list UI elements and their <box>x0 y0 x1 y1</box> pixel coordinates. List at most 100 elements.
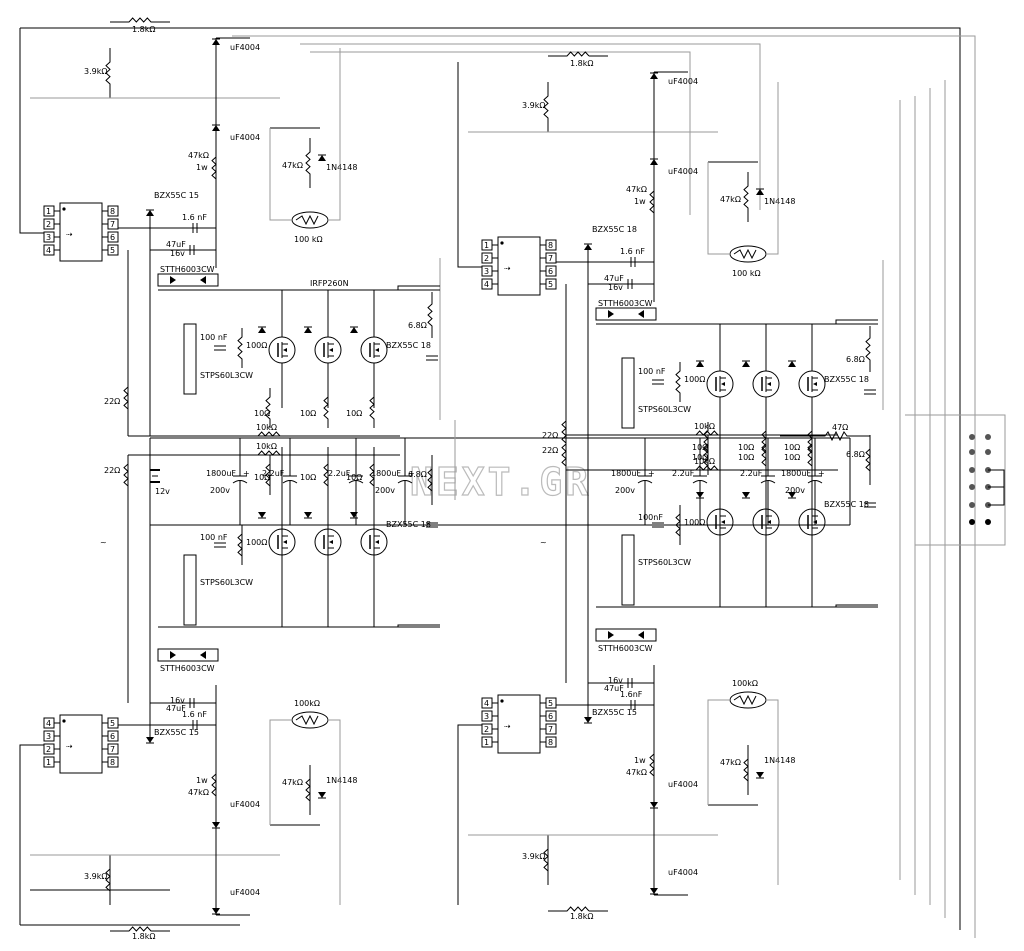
label-r-47k: 47kΩ <box>626 185 647 194</box>
label-r-source-1: 10Ω <box>254 409 270 418</box>
label-battery: 12v <box>155 487 170 496</box>
resistor-source-1 <box>265 455 271 495</box>
resistor-source-3 <box>369 388 375 428</box>
label-zener-gate: BZX55C 18 <box>824 500 869 509</box>
label-stps: STPS60L3CW <box>200 371 253 380</box>
label-supply-cap-value: 1800uF <box>611 469 641 478</box>
label-supply-cap-voltage: 200v <box>785 486 805 495</box>
led-icon: ⇢ <box>504 722 511 731</box>
pin-label-left: 4 <box>46 246 51 255</box>
pin-label-right: 7 <box>548 725 553 734</box>
resistor-10k <box>250 450 288 456</box>
body-diode-1 <box>696 361 704 367</box>
label-uf4004-b: uF4004 <box>230 133 260 142</box>
body-diode-2 <box>304 512 312 518</box>
resistor-source-2 <box>761 435 767 475</box>
label-r-10k: 10kΩ <box>256 423 277 432</box>
pin-label-left: 1 <box>46 207 51 216</box>
led-icon: ⇢ <box>66 742 73 751</box>
label-supply-cap-value: 2.2uF <box>672 469 695 478</box>
label-r-3k9: 3.9kΩ <box>522 852 545 861</box>
label-r-100: 100Ω <box>684 375 705 384</box>
label-supply-cap-value: 2.2uF <box>262 469 285 478</box>
dual-diode-stth <box>595 628 657 642</box>
pin-label-left: 2 <box>46 745 51 754</box>
resistor-10k <box>250 431 288 437</box>
resistor-47k-thermistor <box>305 765 311 815</box>
label-cap-16v: 16v <box>608 283 623 292</box>
label-thermistor: 100 kΩ <box>732 269 761 278</box>
resistor-6r8 <box>865 435 871 485</box>
pin-label-right: 5 <box>548 280 553 289</box>
body-diode-2 <box>304 327 312 333</box>
label-supply-cap-voltage: 200v <box>615 486 635 495</box>
pin-label-left: 1 <box>484 738 489 747</box>
supply-capacitor-5: 1800uF 200v + <box>611 438 655 525</box>
thermistor <box>729 245 767 263</box>
label-r-47k: 47kΩ <box>188 788 209 797</box>
resistor-6r8 <box>427 455 433 505</box>
resistor-47k-1w <box>211 765 217 805</box>
supply-capacitor-7: 2.2uF <box>740 438 776 525</box>
label-r-6r8: 6.8Ω <box>846 355 865 364</box>
label-1n4148: 1N4148 <box>326 776 357 785</box>
resistor-source-2 <box>323 455 329 495</box>
label-cap-16v: 16v <box>170 249 185 258</box>
label-r-source-3: 10Ω <box>346 409 362 418</box>
thermistor <box>729 691 767 709</box>
connector-terminals <box>969 434 1005 525</box>
resistor-source-1 <box>265 388 271 428</box>
label-r-1w: 1w <box>634 756 646 765</box>
resistor-3k9 <box>543 835 549 885</box>
label-r-source-2: 10Ω <box>738 453 754 462</box>
optocoupler-ic <box>497 694 541 754</box>
resistor-3k9 <box>105 48 111 98</box>
diode-1n4148 <box>756 772 764 778</box>
label-r-6r8: 6.8Ω <box>408 321 427 330</box>
label-r-47k-t: 47kΩ <box>720 758 741 767</box>
label-100nf: 100 nF <box>200 533 228 542</box>
label-stps: STPS60L3CW <box>638 558 691 567</box>
label-cap-47uf: 47uF <box>166 704 186 713</box>
dual-diode-stps <box>621 534 635 606</box>
label-r-10k: 10kΩ <box>694 422 715 431</box>
label-r-47k: 47kΩ <box>626 768 647 777</box>
label-cap-1n6: 1.6 nF <box>182 710 207 719</box>
label-1n4148: 1N4148 <box>326 163 357 172</box>
plus-sign: + <box>408 469 415 478</box>
resistor-3k9 <box>543 82 549 132</box>
pin-label-right: 8 <box>110 758 115 767</box>
label-r-1k8: 1.8kΩ <box>132 25 155 34</box>
resistor-100r <box>675 505 681 545</box>
pin-label-left: 3 <box>484 267 489 276</box>
label-supply-cap-value: 2.2uF <box>328 469 351 478</box>
label-zener-top: BZX55C 15 <box>154 728 199 737</box>
svg-text:~: ~ <box>540 538 547 547</box>
resistor-100r <box>675 362 681 402</box>
body-diode-1 <box>258 327 266 333</box>
optocoupler-ic <box>497 236 541 296</box>
label-zener-gate: BZX55C 18 <box>824 375 869 384</box>
label-cap-16v: 16v <box>608 676 623 685</box>
body-diode-1 <box>258 512 266 518</box>
label-stps: STPS60L3CW <box>638 405 691 414</box>
pin-label-right: 8 <box>110 207 115 216</box>
diode-1n4148 <box>318 792 326 798</box>
label-r-100: 100Ω <box>246 538 267 547</box>
pin-label-right: 5 <box>548 699 553 708</box>
plus-sign: + <box>648 469 655 478</box>
label-supply-cap-value: 1800uF <box>781 469 811 478</box>
pin-label-left: 3 <box>46 732 51 741</box>
resistor-10k <box>688 465 726 471</box>
label-r-22: 22Ω <box>542 446 558 455</box>
pin-label-right: 7 <box>110 745 115 754</box>
label-supply-cap-value: 1800uF <box>371 469 401 478</box>
resistor-47k-thermistor <box>305 138 311 188</box>
pin-label-left: 4 <box>484 280 489 289</box>
label-supply-cap-value: 2.2uF <box>740 469 763 478</box>
